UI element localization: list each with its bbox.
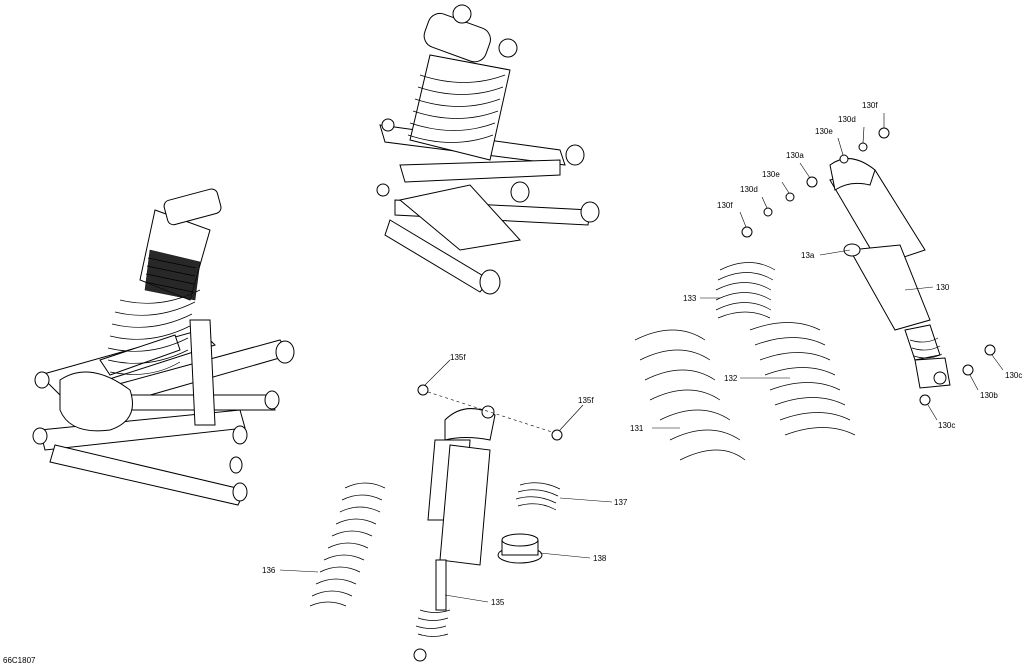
- callout-130e-mid: 130e: [762, 170, 780, 179]
- callout-130d-mid: 130d: [740, 185, 758, 194]
- callout-131: 131: [630, 424, 644, 433]
- callout-130d-top: 130d: [838, 115, 856, 124]
- spacer-138: [497, 533, 543, 564]
- callout-labels: 130f 130d 130e 130a 130e 130d 130f 13a 1…: [262, 101, 1022, 607]
- callout-130c-right: 130c: [1005, 371, 1022, 380]
- leader-lines: [279, 113, 1004, 603]
- spring-131: [634, 329, 746, 461]
- callout-136: 136: [262, 566, 276, 575]
- right-hardware: [741, 127, 996, 406]
- nuts-135f: [417, 384, 563, 441]
- callout-13a: 13a: [801, 251, 815, 260]
- front-shock-135: [413, 405, 496, 662]
- callout-130b: 130b: [980, 391, 998, 400]
- callout-135f-left: 135f: [450, 353, 466, 362]
- spring-137: [515, 482, 561, 511]
- callout-130f-mid: 130f: [717, 201, 733, 210]
- callout-135f-right: 135f: [578, 396, 594, 405]
- callout-130e-top: 130e: [815, 127, 833, 136]
- callout-132: 132: [724, 374, 738, 383]
- callout-130c-bottom: 130c: [938, 421, 955, 430]
- spring-132: [749, 322, 856, 436]
- top-suspension-assembly: [376, 4, 600, 295]
- callout-130: 130: [936, 283, 950, 292]
- callout-137: 137: [614, 498, 628, 507]
- rear-shock-130: [829, 158, 951, 389]
- callout-130f-top: 130f: [862, 101, 878, 110]
- callout-135: 135: [491, 598, 505, 607]
- callout-133: 133: [683, 294, 697, 303]
- left-suspension-assembly: [32, 188, 295, 506]
- callout-130a: 130a: [786, 151, 804, 160]
- spring-133: [715, 262, 776, 319]
- callout-138: 138: [593, 554, 607, 563]
- spring-136: [309, 482, 386, 607]
- reference-code: 66C1807: [3, 656, 36, 665]
